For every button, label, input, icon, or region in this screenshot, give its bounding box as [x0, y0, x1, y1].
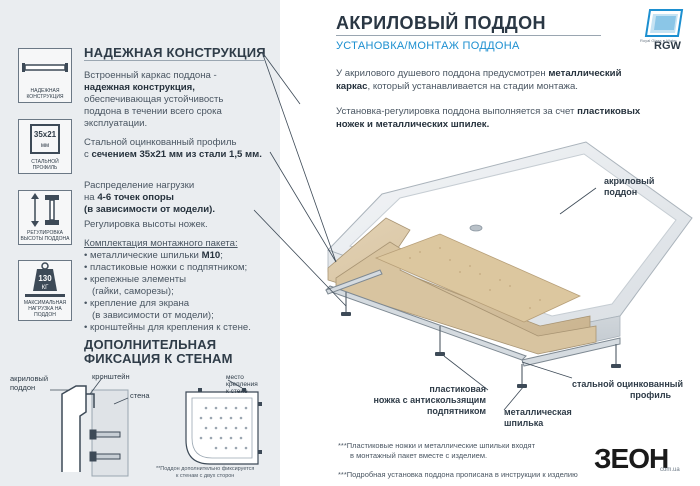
page-title: АКРИЛОВЫЙ ПОДДОН	[336, 13, 546, 33]
zeon-domain: com.ua	[660, 467, 680, 473]
label-wall: стена	[130, 391, 150, 400]
footnote-kit: ***Пластиковые ножки и металлические шпи…	[338, 441, 536, 460]
svg-text:мм: мм	[41, 143, 49, 149]
install-paragraph: Установка-регулировка поддона выполняетс…	[336, 106, 641, 130]
wall-fixation-diagram	[50, 377, 262, 477]
footnote-instructions: ***Подробная установка поддона прописана…	[338, 470, 578, 479]
shower-tray-illustration	[325, 141, 693, 411]
construction-text: Встроенный каркас поддона - надежная кон…	[84, 70, 224, 129]
section-title-construction: НАДЕЖНАЯ КОНСТРУКЦИЯ	[84, 45, 266, 60]
logo-tagline: Royal Glass ● Water	[640, 38, 677, 43]
fixation-note: **Поддон дополнительно фиксируется к сте…	[156, 466, 255, 479]
rgw-logo: RGW	[644, 9, 684, 52]
callout-plastic-leg: пластиковая ножка с антискользящим подпя…	[373, 384, 486, 416]
divider	[84, 60, 264, 61]
kit-list: Комплектация монтажного пакета: • металл…	[84, 238, 251, 333]
divider	[336, 35, 601, 36]
intro-paragraph: У акрилового душевого поддона предусмотр…	[336, 68, 622, 92]
svg-text:35x21: 35x21	[34, 130, 57, 139]
svg-text:RGW: RGW	[654, 40, 682, 52]
section-title-fixation: ДОПОЛНИТЕЛЬНАЯ ФИКСАЦИЯ К СТЕНАМ	[84, 337, 233, 366]
label-bracket: кронштейн	[92, 372, 130, 381]
svg-text:КГ: КГ	[42, 285, 49, 291]
page-subtitle: УСТАНОВКА/МОНТАЖ ПОДДОНА	[336, 40, 520, 52]
zeon-logo: ЗЕОН	[594, 443, 669, 474]
load-text: Распределение нагрузки на 4-6 точек опор…	[84, 180, 216, 230]
callout-acrylic-tray: акриловый поддон	[604, 176, 655, 197]
profile-text: Стальной оцинкованный профиль с сечением…	[84, 137, 262, 160]
callout-metal-stud: металлическая шпилька	[504, 407, 572, 428]
label-wall-mount-point: место крепления к стене	[226, 374, 258, 395]
label-acrylic-tray-small: акриловый поддон	[10, 374, 49, 392]
callout-steel-profile: стальной оцинкованный профиль	[572, 379, 684, 400]
svg-text:130: 130	[38, 274, 52, 283]
construction-icon: НАДЕЖНАЯ КОНСТРУКЦИЯ	[18, 48, 72, 103]
